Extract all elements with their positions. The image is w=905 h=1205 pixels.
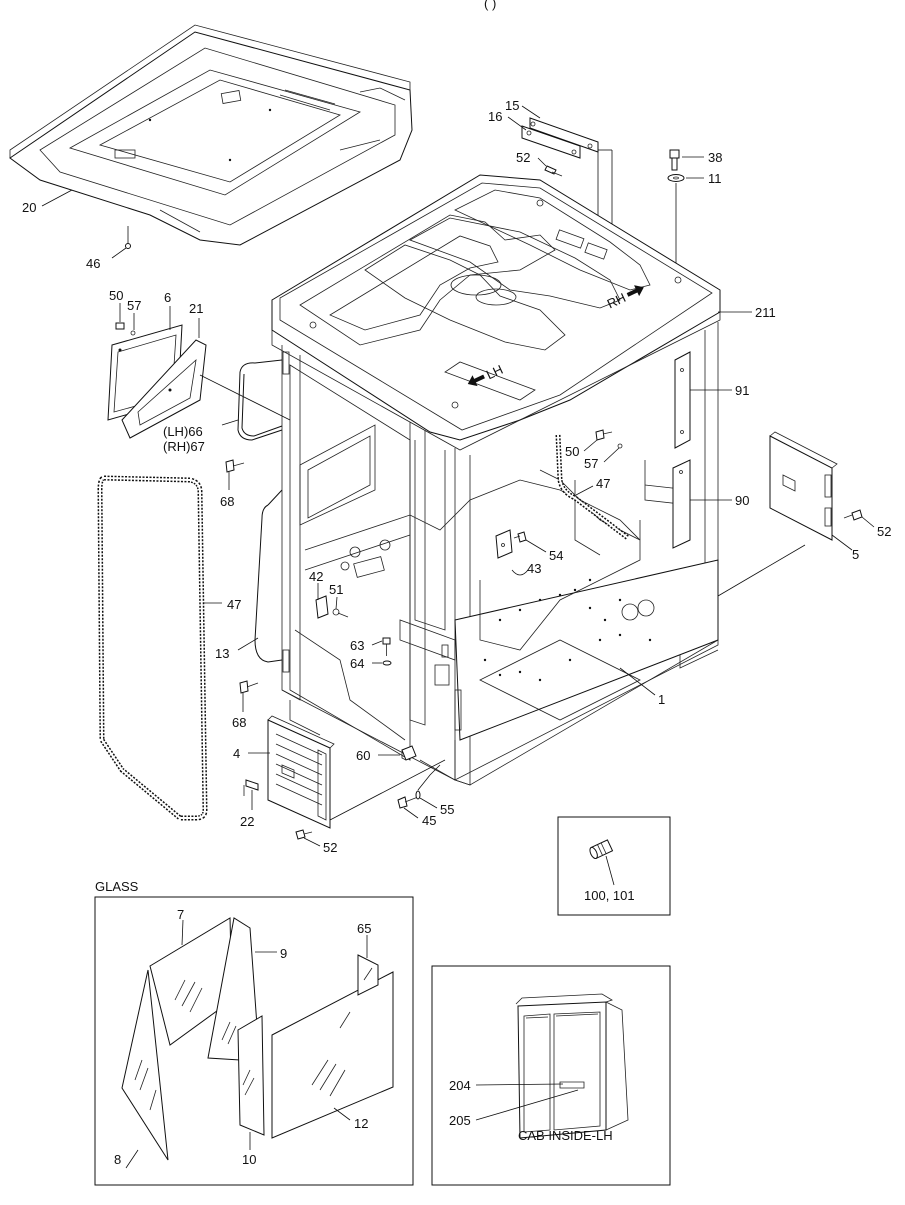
callout-91: 91 xyxy=(735,383,749,398)
bolt-38 xyxy=(669,149,680,171)
bolt-68-upper xyxy=(225,459,245,473)
callout-43: 43 xyxy=(527,561,541,576)
callout-21: 21 xyxy=(189,301,203,316)
block-part-60 xyxy=(401,745,417,761)
washer-11 xyxy=(667,174,685,182)
latch-part-42-51 xyxy=(315,595,349,619)
callout-10: 10 xyxy=(242,1152,256,1167)
bracket-part-15-16 xyxy=(521,117,599,159)
bracket-part-43 xyxy=(495,529,513,559)
glass-box-title: GLASS xyxy=(95,879,139,894)
cab-inside-lh-caption: CAB INSIDE-LH xyxy=(518,1128,613,1143)
screw-50-57-right xyxy=(595,429,623,449)
callout-6: 6 xyxy=(164,290,171,305)
callout-68-lower: 68 xyxy=(232,715,246,730)
clip-part-22 xyxy=(243,779,259,796)
callout-8: 8 xyxy=(114,1152,121,1167)
callout-66: (LH)66 xyxy=(163,424,203,439)
door-seal-part-47 xyxy=(97,475,208,821)
callout-1: 1 xyxy=(658,692,665,707)
roof-lh-label: LH xyxy=(467,362,505,387)
callout-47-right: 47 xyxy=(596,476,610,491)
callout-7: 7 xyxy=(177,907,184,922)
callout-52-bottom: 52 xyxy=(323,840,337,855)
callout-204: 204 xyxy=(449,1078,471,1093)
callout-15: 15 xyxy=(505,98,519,113)
handrail-part-13 xyxy=(254,489,283,663)
pillar-cover-part-91 xyxy=(674,351,691,449)
callout-45: 45 xyxy=(422,813,436,828)
callout-38: 38 xyxy=(708,150,722,165)
callout-57-left: 57 xyxy=(127,298,141,313)
callout-11: 11 xyxy=(708,171,722,186)
callout-64: 64 xyxy=(350,656,364,671)
roof-cover-part-20 xyxy=(9,24,413,246)
callout-50-left: 50 xyxy=(109,288,123,303)
pillar-cover-part-90 xyxy=(672,459,691,549)
fuse-detail-box xyxy=(557,816,671,916)
callout-67: (RH)67 xyxy=(163,439,205,454)
glass-detail-box xyxy=(94,896,414,1186)
bolt-68-lower xyxy=(239,680,259,694)
cab-inside-lh-box xyxy=(431,965,671,1186)
callout-51: 51 xyxy=(329,582,343,597)
callout-57-right: 57 xyxy=(584,456,598,471)
header-partial-title: ( ) xyxy=(484,0,496,11)
screw-52-top xyxy=(544,165,563,177)
callout-46: 46 xyxy=(86,256,100,271)
callout-65: 65 xyxy=(357,921,371,936)
side-panel-part-5 xyxy=(769,431,838,541)
vent-cover-part-4 xyxy=(267,715,335,829)
callout-9: 9 xyxy=(280,946,287,961)
handrail-part-66-67 xyxy=(237,359,283,441)
callout-63: 63 xyxy=(350,638,364,653)
washer-64 xyxy=(382,660,392,666)
roof-rh-label: RH xyxy=(605,285,644,312)
window-frame-part-6-21 xyxy=(107,324,207,439)
svg-text:RH: RH xyxy=(605,290,628,312)
callout-22: 22 xyxy=(240,814,254,829)
callout-5: 5 xyxy=(852,547,859,562)
screw-50-57-left xyxy=(115,322,136,336)
callout-47-left: 47 xyxy=(227,597,241,612)
screw-52-bottom xyxy=(295,829,313,840)
callout-54: 54 xyxy=(549,548,563,563)
callout-12: 12 xyxy=(354,1116,368,1131)
callout-13: 13 xyxy=(215,646,229,661)
callout-20: 20 xyxy=(22,200,36,215)
callout-205: 205 xyxy=(449,1113,471,1128)
callout-50-right: 50 xyxy=(565,444,579,459)
cab-body-part-1 xyxy=(271,174,721,786)
bolt-63 xyxy=(382,637,391,656)
callout-211: 211 xyxy=(755,305,776,320)
callout-55: 55 xyxy=(440,802,454,817)
svg-text:LH: LH xyxy=(484,362,505,383)
callout-60: 60 xyxy=(356,748,370,763)
window-seal-part-47-right xyxy=(555,434,630,540)
washer-55 xyxy=(415,790,421,800)
callout-4: 4 xyxy=(233,746,240,761)
screw-54 xyxy=(513,531,527,543)
callout-100-101: 100, 101 xyxy=(584,888,635,903)
callout-16: 16 xyxy=(488,109,502,124)
bolt-45 xyxy=(397,796,419,809)
callout-90: 90 xyxy=(735,493,749,508)
callout-68-upper: 68 xyxy=(220,494,234,509)
screw-52-right xyxy=(843,509,863,521)
callout-52-top: 52 xyxy=(516,150,530,165)
callout-52-right: 52 xyxy=(877,524,891,539)
callout-42: 42 xyxy=(309,569,323,584)
